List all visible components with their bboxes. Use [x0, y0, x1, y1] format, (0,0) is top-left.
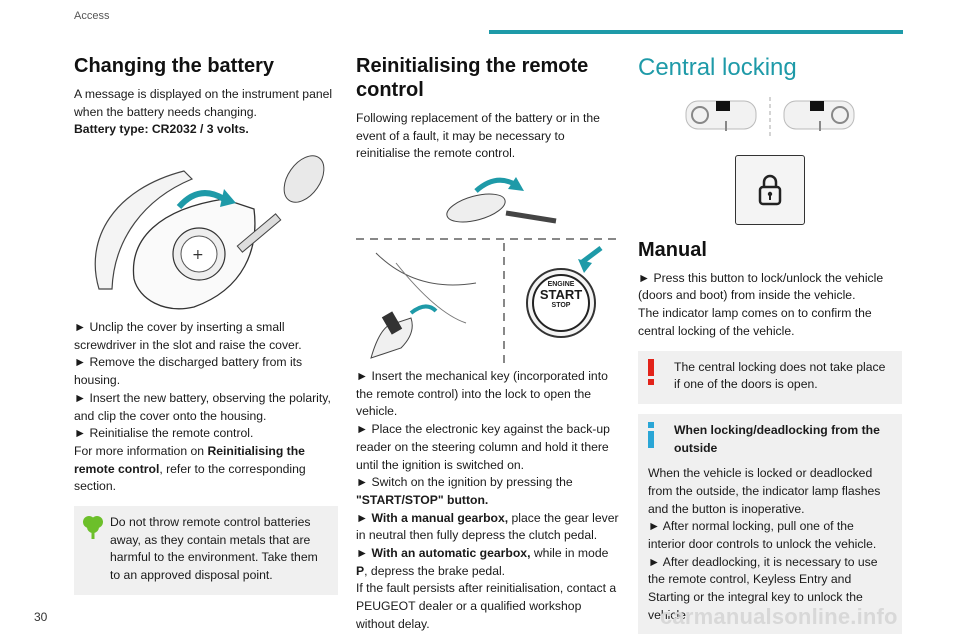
button-text-stop: STOP [551, 302, 571, 310]
button-text-engine: ENGINE [547, 281, 575, 289]
key-fob-image: + [94, 155, 325, 310]
info-body: When the vehicle is locked or deadlocked… [638, 465, 902, 635]
svg-text:+: + [192, 247, 204, 263]
header-accent-bar [489, 30, 903, 34]
reinit-illustration: ENGINE START STOP [356, 173, 620, 369]
info-title: When locking/deadlocking from the outsid… [674, 422, 880, 455]
section-label: Access [74, 10, 110, 22]
manual-title: Manual [638, 238, 707, 261]
info-line-1: When the vehicle is locked or deadlocked… [648, 466, 881, 516]
engine-start-stop-button: ENGINE START STOP [533, 281, 589, 309]
info-line-2: ► After normal locking, pull one of the … [648, 519, 877, 552]
reinit-image [356, 177, 620, 369]
reinit-auto: ► With an automatic gearbox, while in mo… [356, 545, 609, 578]
start-stop-label: "START/STOP" button. [356, 492, 489, 507]
column-changing-battery: Changing the battery A message is displa… [74, 54, 338, 595]
reinitialising-title: Reinitialising the remote control [356, 55, 589, 101]
central-locking-button [735, 154, 805, 225]
padlock-icon [758, 174, 782, 206]
reinit-step-2: ► Place the electronic key against the b… [356, 422, 610, 472]
column-central-locking: Central locking Manual ► P [638, 54, 902, 635]
column-reinitialising: Reinitialising the remote control Follow… [356, 54, 620, 633]
manual-step-1: ► Press this button to lock/unlock the v… [638, 270, 884, 303]
warning-exclamation-icon [646, 358, 656, 391]
reinit-fault: If the fault persists after reinitialisa… [356, 581, 617, 631]
changing-battery-title: Changing the battery [74, 55, 275, 77]
info-note: When locking/deadlocking from the outsid… [638, 413, 902, 468]
reinit-manual: ► With a manual gearbox, place the gear … [356, 510, 619, 543]
key-fob-illustration: + [74, 149, 338, 319]
button-text-start: START [539, 287, 583, 303]
reinit-intro: Following replacement of the battery or … [356, 111, 600, 161]
battery-step-4: ► Reinitialise the remote control. [74, 426, 254, 441]
eco-tree-icon [82, 514, 104, 546]
page-number: 30 [34, 610, 48, 624]
battery-type: Battery type: CR2032 / 3 volts. [74, 122, 249, 137]
dashboard-location-illustration [638, 96, 902, 141]
battery-step-3: ► Insert the new battery, observing the … [74, 390, 331, 423]
battery-more-info: For more information on Reinitialising t… [74, 443, 306, 494]
warning-note: The central locking does not take place … [638, 350, 902, 404]
dashboard-location-image [685, 96, 855, 137]
central-locking-title: Central locking [638, 54, 797, 81]
battery-step-1: ► Unclip the cover by inserting a small … [74, 320, 302, 352]
reinit-step-1: ► Insert the mechanical key (incorporate… [356, 369, 608, 419]
info-icon [646, 421, 656, 454]
watermark: carmanualsonline.info [660, 604, 898, 629]
manual-step-2: The indicator lamp comes on to confirm t… [638, 306, 872, 338]
reinit-step-3: ► Switch on the ignition by pressing the [356, 475, 573, 490]
battery-intro: A message is displayed on the instrument… [74, 87, 333, 119]
battery-step-2: ► Remove the discharged battery from its… [74, 355, 303, 388]
eco-note: Do not throw remote control batteries aw… [74, 505, 338, 595]
info-line-3: ► After deadlocking, it is necessary to … [648, 554, 878, 622]
